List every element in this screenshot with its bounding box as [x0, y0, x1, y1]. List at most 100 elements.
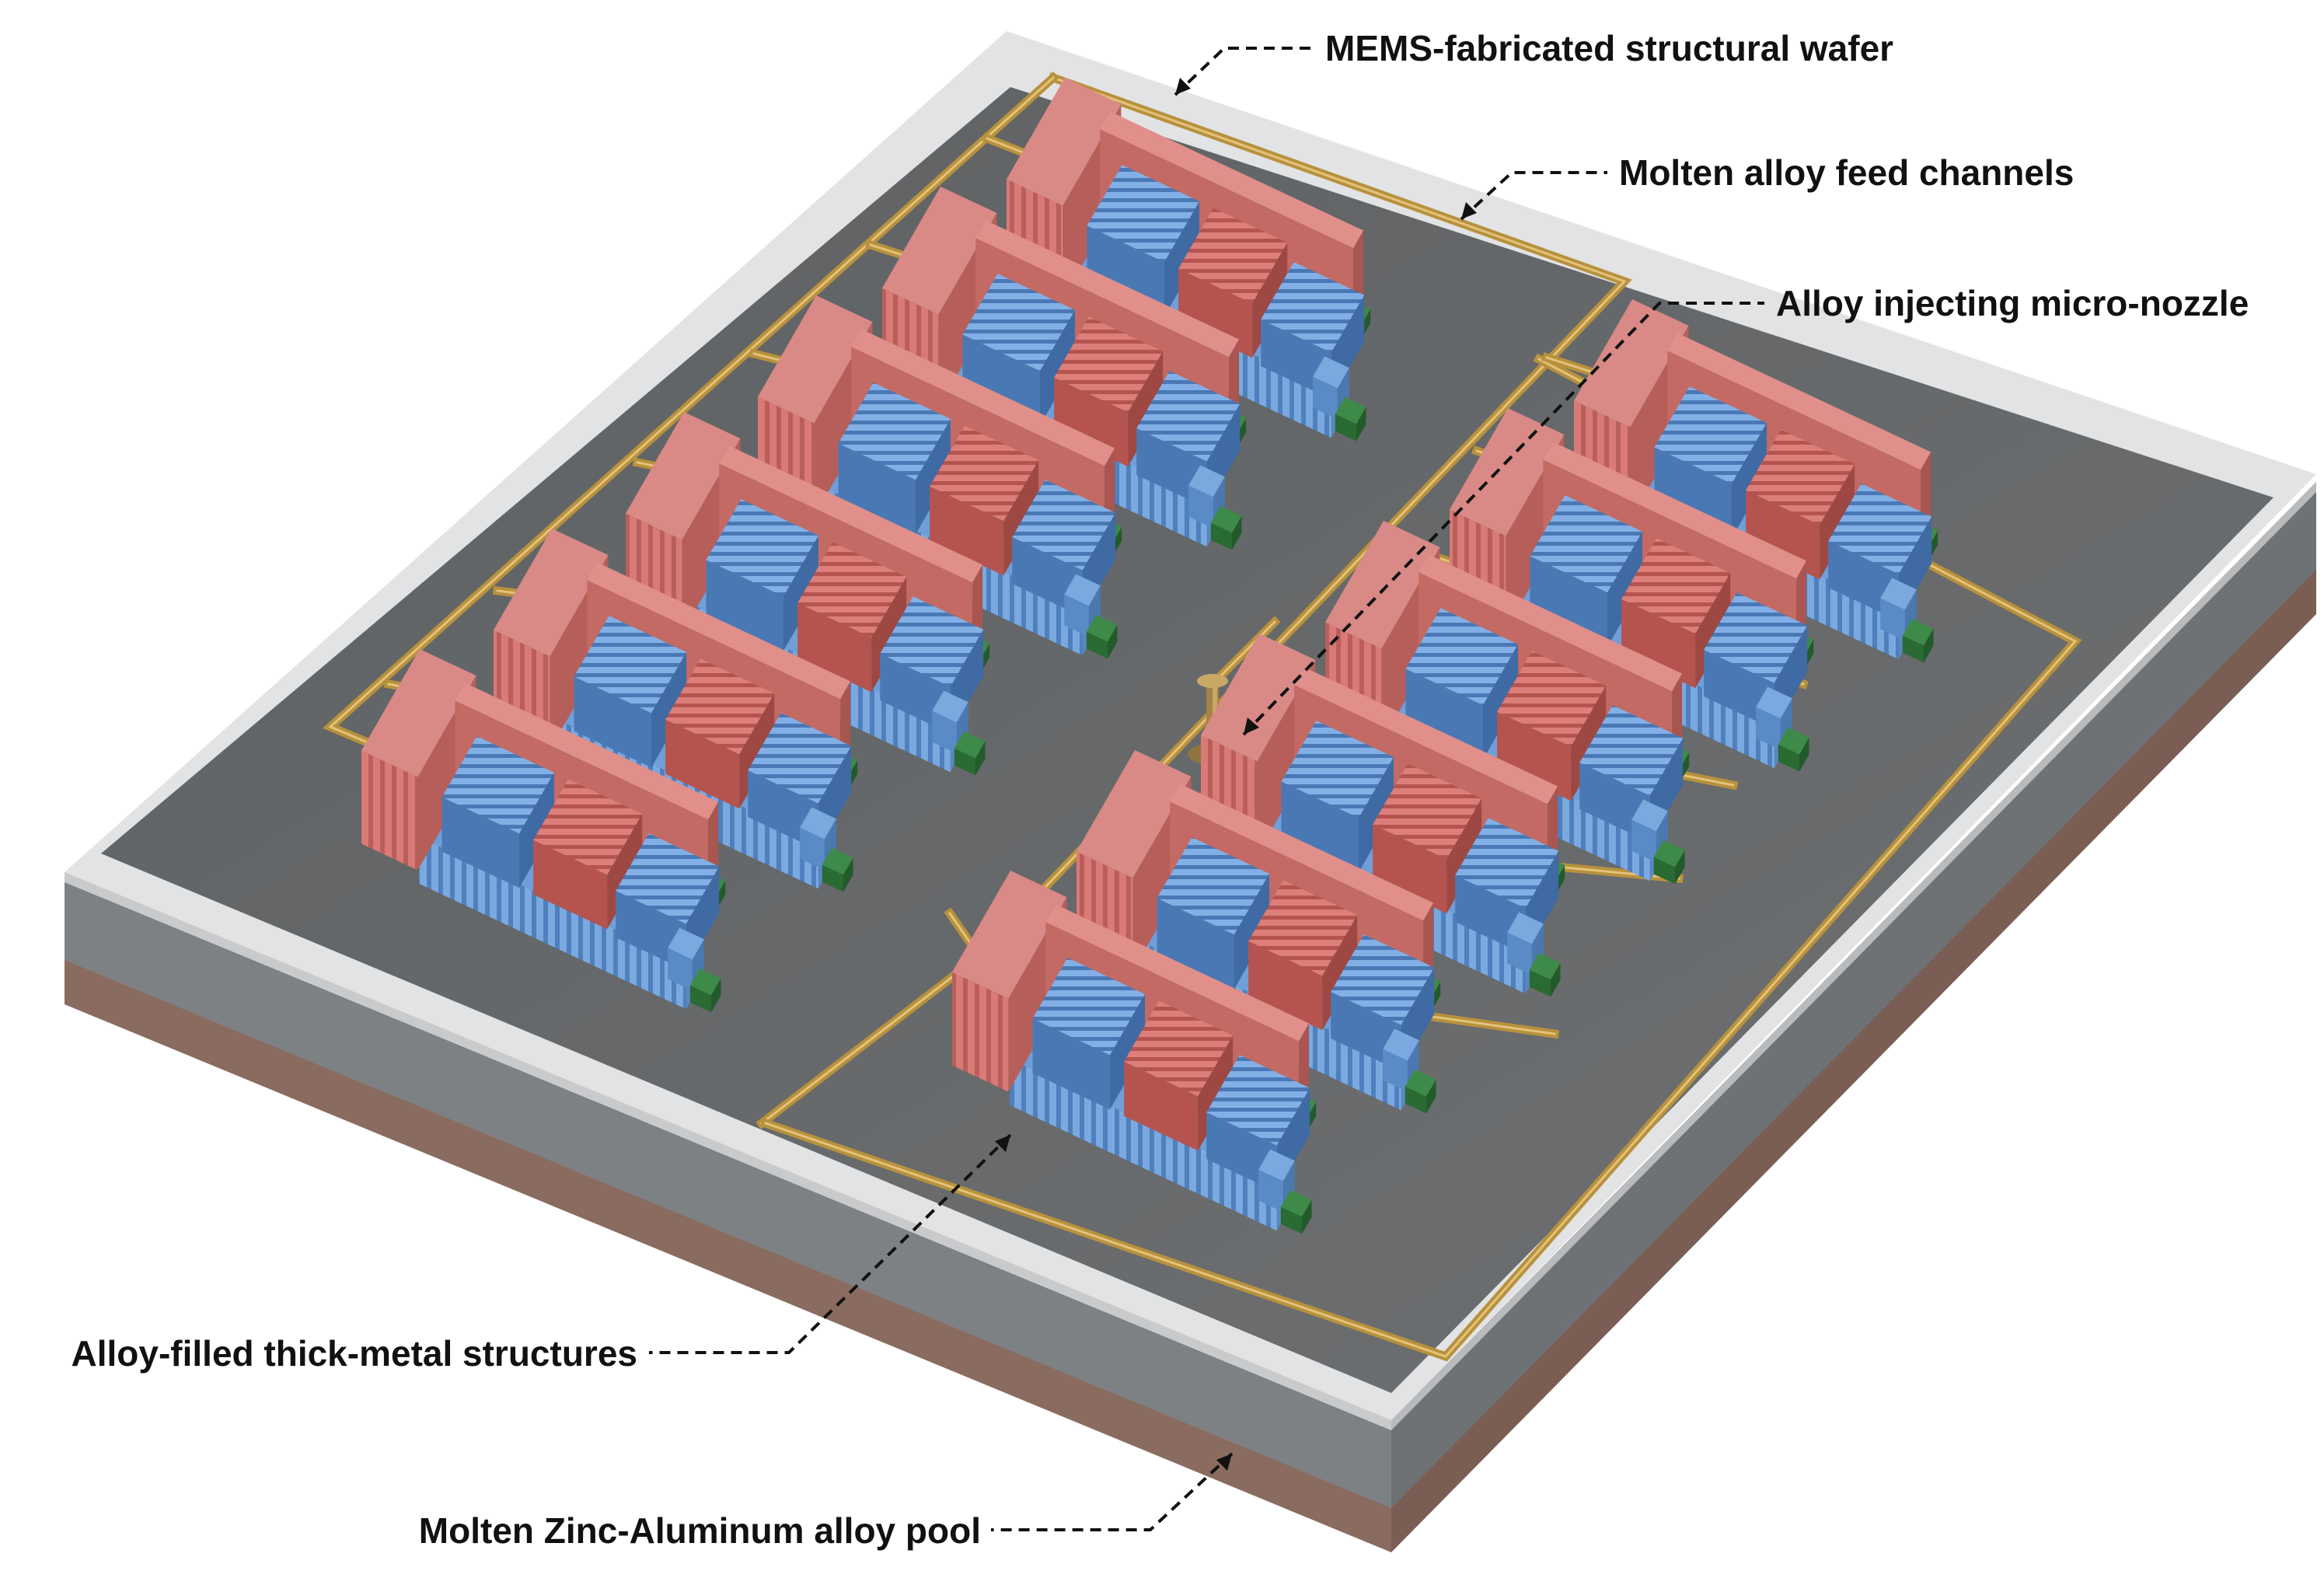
module-2-red-rail-top	[975, 220, 1240, 358]
module-6-blue-pad-1-top	[441, 736, 554, 834]
module-11-tab-top	[1383, 1028, 1419, 1061]
module-12-end-cap-side	[1302, 1199, 1312, 1234]
module-9-end-cap-side	[1675, 850, 1685, 885]
module-10-red-rail-top	[1294, 667, 1558, 805]
module-12-blue-pad-1-side	[1110, 993, 1145, 1110]
module-2-red-fins-top	[882, 187, 997, 315]
module-2-blue-pad-2-top	[1136, 371, 1241, 462]
label-thick-metal-structures: Alloy-filled thick-metal structures	[72, 1333, 638, 1374]
center-spine-channel-highlight	[759, 954, 982, 1126]
nozzle-connector-channel-highlight	[1210, 620, 1277, 686]
module-4-red-fins-top	[626, 412, 741, 540]
structures-leader-line	[649, 1133, 1012, 1354]
module-12-tab-top	[1258, 1149, 1295, 1182]
glass-layer-left	[65, 872, 1391, 1430]
module-1-end-cap-side	[1356, 407, 1366, 442]
module-9-tab-top	[1631, 799, 1668, 832]
module-5-blue-pad-1-side	[651, 651, 686, 768]
wafer-leader-line	[1174, 47, 1314, 96]
module-11-end-cap-side	[1426, 1079, 1436, 1114]
module-1-blue-pad-1-side	[1164, 201, 1199, 317]
module-8-blue-pad-1-front	[1530, 556, 1607, 648]
module-8-tab-top	[1756, 686, 1792, 719]
module-6-red-fins-front	[361, 750, 418, 871]
module-9-blue-pad-1-top	[1405, 608, 1518, 706]
module-7-end-cap-front	[1902, 635, 1924, 663]
module-6-red-pad-top	[533, 779, 643, 875]
module-8-tab-front	[1756, 707, 1781, 750]
module-3-end-cap-front	[1086, 631, 1108, 659]
module-1-red-pad-front	[1178, 268, 1253, 358]
module-9-red-rail-top	[1418, 554, 1683, 692]
module-1-tab-front	[1313, 376, 1338, 420]
module-10-red-fins-top	[1201, 634, 1316, 762]
module-1-end-cap-top	[1335, 396, 1366, 424]
module-7-tab-top	[1880, 578, 1917, 610]
module-7-red-rail-top	[1667, 333, 1931, 470]
module-3-tab-front	[1064, 594, 1089, 637]
module-4-red-pad-top	[797, 542, 907, 638]
module-11-blue-pad-1-top	[1157, 837, 1269, 935]
structures-arrowhead	[995, 1135, 1010, 1152]
module-11-blue-pad-2-top	[1331, 934, 1435, 1025]
module-10-tab-top	[1507, 912, 1544, 944]
pool-left-edge	[65, 958, 1391, 1552]
module-8-blue-pad-1-side	[1607, 531, 1642, 648]
module-12-rail-front	[1010, 1058, 1277, 1231]
module-12-red-pad-front	[1124, 1061, 1199, 1151]
module-12-end-cap-top	[1280, 1189, 1312, 1217]
module-5-blue-pad-1-front	[574, 676, 651, 768]
module-2-blue-pad-1-front	[962, 334, 1040, 426]
module-4-tab-top	[932, 690, 968, 723]
module-4-blue-pad-1-top	[706, 499, 818, 597]
module-7-end-cap-side	[1924, 628, 1934, 663]
module-10-red-pad-front	[1373, 824, 1447, 914]
module-4-blue-pad-1-side	[783, 535, 818, 651]
module-3-red-rail-top	[851, 329, 1115, 466]
module-3-tab-top	[1064, 574, 1101, 606]
module-1-red-fins-top	[1007, 78, 1122, 206]
module-3-blue-pad-1-side	[916, 418, 951, 535]
module-6-red-fins-top	[361, 649, 476, 777]
module-11-red-pad-top	[1248, 880, 1358, 976]
module-3-end-cap-top	[1086, 614, 1118, 642]
module-2-tab-top	[1188, 465, 1225, 497]
module-11-tab-front	[1383, 1049, 1408, 1092]
module-5-blue-pad-2-top	[748, 713, 852, 804]
module-9-blue-pad-2-top	[1579, 705, 1684, 796]
module-3-red-fins-top	[758, 295, 873, 424]
module-1-blue-pad-1-top	[1087, 165, 1199, 263]
module-6-end-cap-side	[711, 978, 721, 1013]
module-12-red-pad-top	[1124, 1000, 1234, 1097]
module-2-blue-pad-1-top	[962, 274, 1075, 372]
module-9-blue-pad-1-side	[1483, 644, 1518, 760]
module-10-blue-pad-2-top	[1455, 818, 1559, 909]
module-6-red-rail-top	[455, 683, 719, 820]
module-6-tab-top	[668, 927, 704, 960]
module-10-end-cap-front	[1529, 969, 1551, 997]
module-11-red-rail-top	[1170, 784, 1434, 921]
module-9-end-cap-front	[1653, 857, 1675, 885]
module-11-red-fins-top	[1077, 750, 1192, 878]
module-6-rail-front	[419, 836, 686, 1010]
module-7-blue-pad-1-top	[1654, 386, 1767, 484]
module-10-red-pad-top	[1373, 763, 1482, 860]
module-2-red-pad-front	[1054, 377, 1129, 467]
thick-metal-structures	[361, 78, 1938, 1234]
module-4-red-rail-top	[719, 445, 983, 583]
module-5-end-cap-side	[843, 857, 853, 892]
module-7-blue-pad-1-front	[1654, 447, 1732, 539]
module-5-blue-pad-1-top	[574, 616, 686, 714]
module-1-tab-top	[1313, 356, 1349, 389]
nozzle-leader-line	[1242, 302, 1764, 736]
wafer-right-face	[1391, 482, 2316, 1508]
module-3-blue-pad-2-top	[1012, 480, 1116, 571]
module-5-red-pad-front	[665, 719, 740, 809]
module-5-tab-front	[800, 827, 825, 871]
module-10-blue-pad-1-side	[1359, 756, 1394, 873]
module-11-blue-pad-1-side	[1234, 873, 1269, 990]
module-2-blue-pad-1-side	[1040, 309, 1075, 426]
leader-lines	[649, 47, 1764, 1531]
module-4-red-pad-front	[797, 602, 872, 693]
module-11-blue-pad-1-front	[1157, 898, 1234, 990]
